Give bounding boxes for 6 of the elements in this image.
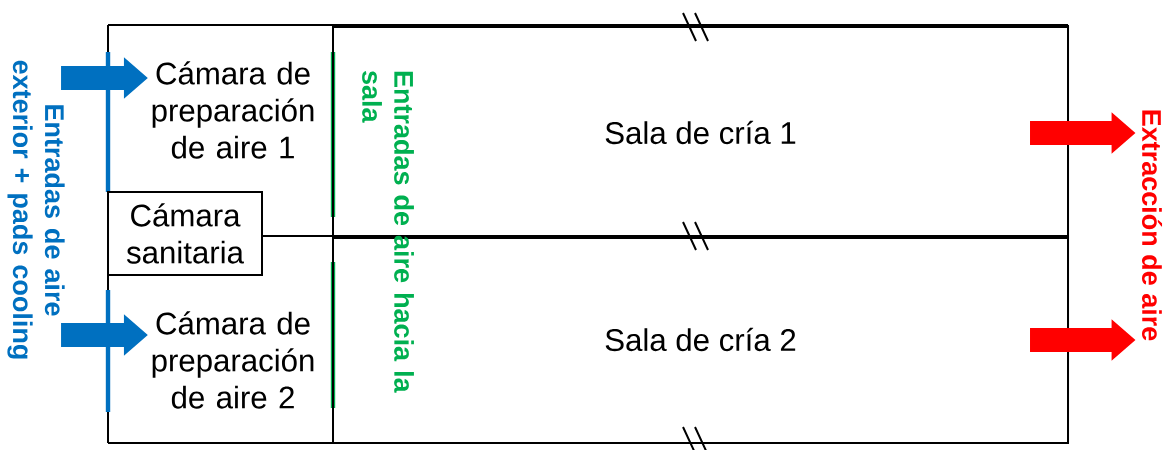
sanitary-chamber-box: Cámara sanitaria — [107, 191, 263, 276]
inlet-label: Entradas de aire exterior + pads cooling — [7, 60, 65, 359]
exhaust-label: Extracción de aire — [1142, 110, 1163, 341]
side-label: Entradas de aire hacia la sala — [362, 70, 414, 393]
room-label: Cámara de preparación de aire 2 — [152, 311, 314, 409]
room-label: Cámara de preparación de aire 1 — [152, 61, 314, 159]
